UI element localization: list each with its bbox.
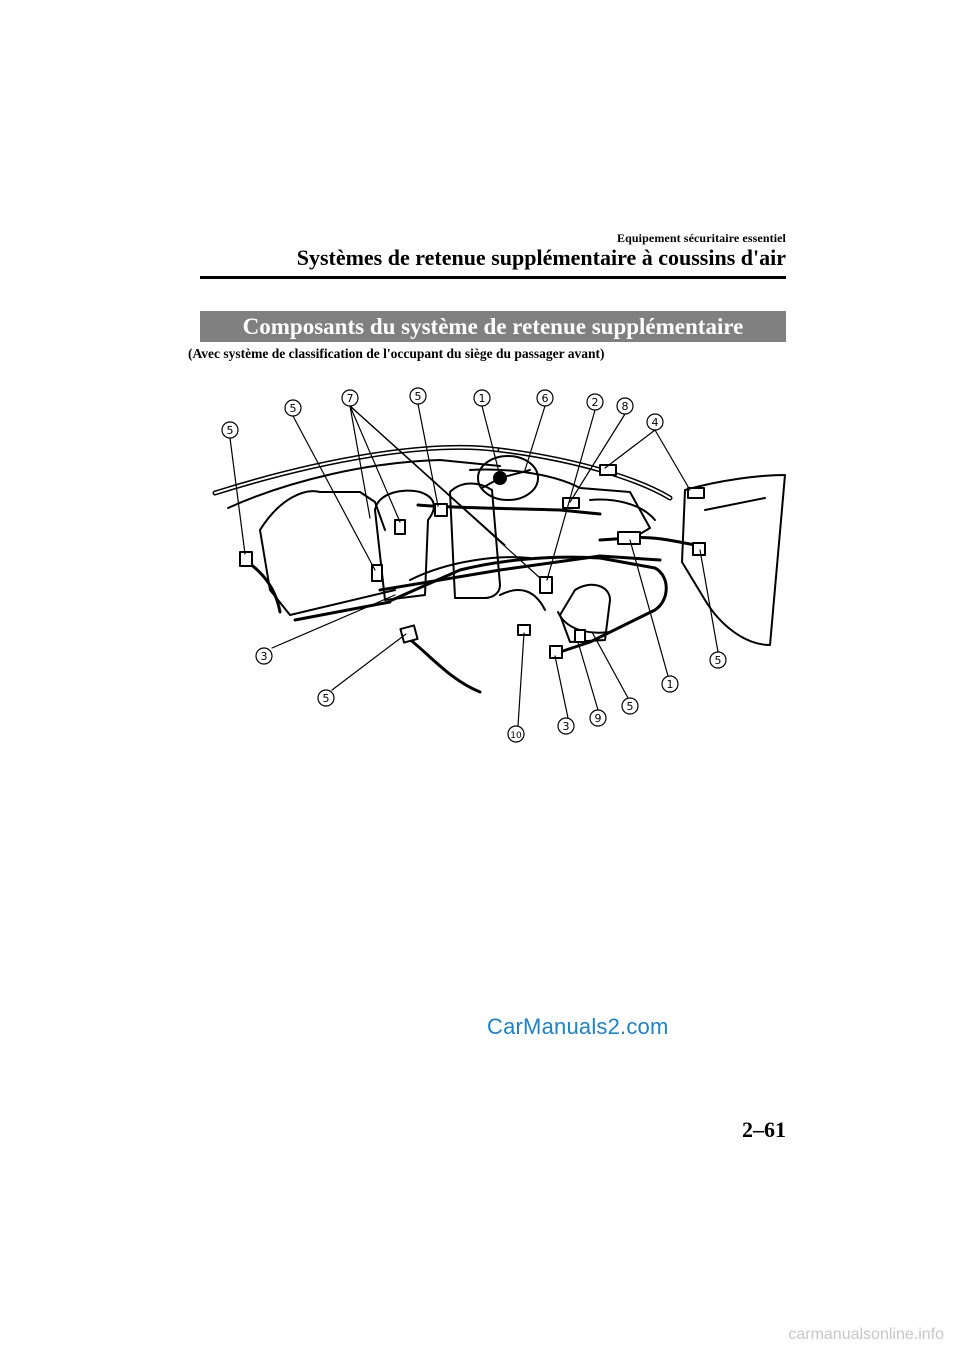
section-title-bar: Composants du système de retenue supplém… [200,311,786,342]
svg-text:1: 1 [667,678,674,691]
svg-text:5: 5 [415,390,422,403]
callout-marker: 1 [661,675,679,693]
module-rear-left [239,551,253,567]
module-buckle [574,629,586,643]
rear-seat [374,489,435,601]
leader-lines [229,403,719,727]
srs-components-diagram: 5 5 7 5 1 6 2 8 4 3 5 10 3 9 5 1 5 [212,387,786,743]
section-subtitle: Equipement sécuritaire essentiel [617,231,786,245]
page-number: 2–61 [742,1117,786,1142]
svg-text:5: 5 [715,654,722,667]
driver-seat [449,482,501,599]
svg-text:1: 1 [479,392,486,405]
svg-text:7: 7 [347,392,354,405]
svg-text:6: 6 [542,392,549,405]
module-side [399,624,419,644]
module-front-sensor [599,464,617,476]
module-door-sensor [692,542,706,556]
module-front-pretensioner [434,503,448,517]
callout-marker: 5 [409,387,427,405]
callout-marker: 5 [284,399,302,417]
svg-text:3: 3 [563,720,570,733]
header-divider [200,276,786,279]
svg-text:4: 4 [652,416,659,429]
callout-marker: 5 [709,651,727,669]
svg-text:2: 2 [592,396,599,409]
callout-markers: 5 5 7 5 1 6 2 8 4 3 5 10 3 9 5 1 5 [221,387,727,743]
svg-text:8: 8 [622,400,629,413]
callout-marker: 1 [473,389,491,407]
callout-marker: 9 [589,709,607,727]
callout-marker: 3 [557,717,575,735]
callout-marker: 4 [646,413,664,431]
svg-text:10: 10 [510,731,522,741]
front-door [681,474,786,646]
svg-text:9: 9 [595,712,602,725]
site-watermark: carmanualsonline.info [788,1326,944,1343]
callout-marker: 5 [317,689,335,707]
svg-text:5: 5 [627,700,634,713]
module-door-upper [687,487,705,499]
callout-marker: 3 [255,647,273,665]
svg-text:3: 3 [261,650,268,663]
watermark-logo[interactable]: CarManuals2.com [487,1014,669,1039]
callout-marker: 10 [507,725,525,743]
svg-text:5: 5 [290,402,297,415]
windshield-frame [497,447,673,501]
wiring-harness [390,555,668,654]
callout-marker: 5 [221,421,239,439]
callout-marker: 8 [616,397,634,415]
callout-marker: 2 [586,393,604,411]
steering-wheel [477,455,539,501]
svg-text:5: 5 [227,424,234,437]
module-b-pillar [371,564,383,582]
callout-marker: 7 [341,389,359,407]
module-control [617,531,641,545]
module-dash [562,497,580,509]
module-seat-weight [549,645,563,659]
diagram-caption: (Avec système de classification de l'occ… [188,346,605,361]
page-title: Systèmes de retenue supplémentaire à cou… [296,245,786,270]
module-passenger [539,576,553,594]
callout-marker: 6 [536,389,554,407]
dashboard [469,468,651,541]
module-curtain [394,519,406,535]
callout-marker: 5 [621,697,639,715]
svg-text:5: 5 [323,692,330,705]
